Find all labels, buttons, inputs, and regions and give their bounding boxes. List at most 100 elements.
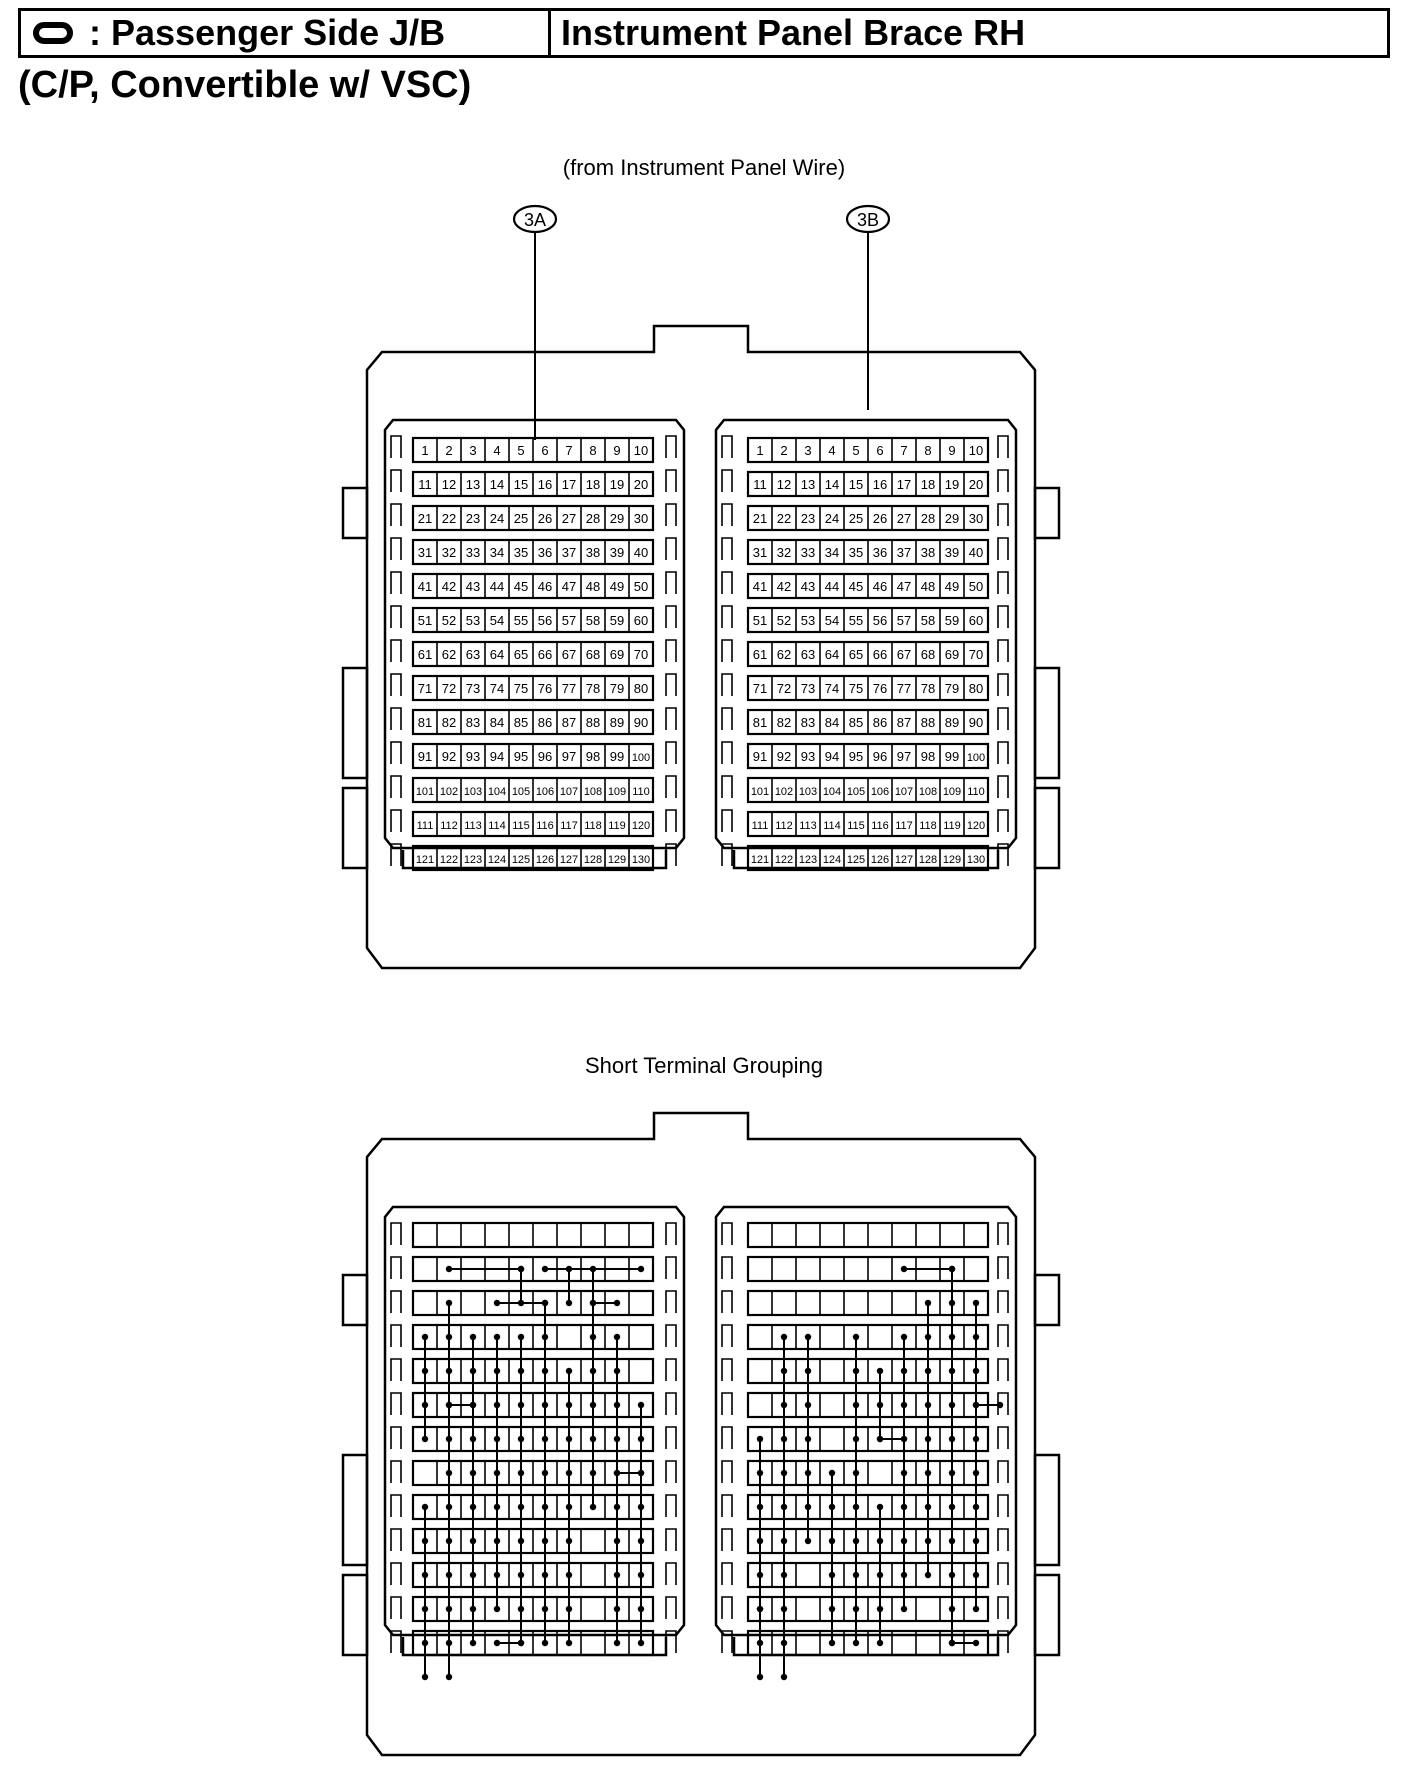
short-node <box>780 1537 788 1545</box>
terminal-number: 33 <box>466 545 480 560</box>
short-node <box>613 1333 621 1341</box>
terminal-number: 16 <box>873 477 887 492</box>
latch-tick <box>997 741 1009 764</box>
terminal-number: 6 <box>876 443 883 458</box>
terminal-number: 17 <box>562 477 576 492</box>
short-node <box>469 1605 477 1613</box>
short-node <box>493 1571 501 1579</box>
latch-tick <box>721 1222 733 1245</box>
terminal-number: 71 <box>418 681 432 696</box>
terminal-number: 43 <box>466 579 480 594</box>
short-node <box>924 1333 932 1341</box>
terminal-number: 21 <box>418 511 432 526</box>
terminal-number: 124 <box>823 854 841 866</box>
latch-tick <box>997 503 1009 526</box>
terminal-number: 95 <box>514 749 528 764</box>
terminal-number: 21 <box>753 511 767 526</box>
terminal-number: 35 <box>849 545 863 560</box>
short-node <box>852 1503 860 1511</box>
short-node <box>445 1503 453 1511</box>
latch-tick <box>997 1324 1009 1347</box>
latch-tick <box>997 1562 1009 1585</box>
short-node <box>900 1401 908 1409</box>
terminal-number: 44 <box>490 579 504 594</box>
short-node <box>637 1571 645 1579</box>
short-node <box>589 1333 597 1341</box>
short-node <box>565 1401 573 1409</box>
terminal-number: 99 <box>610 749 624 764</box>
short-node <box>637 1469 645 1477</box>
terminal-number: 70 <box>634 647 648 662</box>
terminal-number: 5 <box>517 443 524 458</box>
terminal-number: 117 <box>895 820 913 832</box>
terminal-number: 40 <box>969 545 983 560</box>
side-lug <box>341 1573 369 1657</box>
terminal-number: 50 <box>969 579 983 594</box>
latch-tick <box>721 775 733 798</box>
terminal-number: 43 <box>801 579 815 594</box>
terminal-number: 48 <box>921 579 935 594</box>
part-name: Instrument Panel Brace RH <box>561 12 1026 53</box>
terminal-number: 16 <box>538 477 552 492</box>
latch-tick <box>665 1256 677 1279</box>
short-node <box>565 1503 573 1511</box>
short-node <box>852 1639 860 1647</box>
terminal-number: 123 <box>799 854 817 866</box>
terminal-number: 31 <box>418 545 432 560</box>
terminal-number: 111 <box>752 820 769 832</box>
terminal-number: 31 <box>753 545 767 560</box>
short-node <box>972 1367 980 1375</box>
short-node <box>541 1571 549 1579</box>
terminal-number: 20 <box>969 477 983 492</box>
terminal-number: 98 <box>586 749 600 764</box>
latch-tick <box>390 673 402 696</box>
terminal-number: 121 <box>416 854 434 866</box>
terminal-number: 117 <box>560 820 578 832</box>
terminal-number: 17 <box>897 477 911 492</box>
terminal-number: 57 <box>562 613 576 628</box>
short-node <box>852 1333 860 1341</box>
terminal-number: 73 <box>801 681 815 696</box>
short-node <box>541 1435 549 1443</box>
terminal-number: 26 <box>873 511 887 526</box>
short-node <box>445 1265 453 1273</box>
short-node <box>756 1537 764 1545</box>
terminal-number: 92 <box>442 749 456 764</box>
short-node <box>421 1571 429 1579</box>
short-node <box>900 1265 908 1273</box>
terminal-number: 82 <box>777 715 791 730</box>
short-node <box>948 1367 956 1375</box>
latch-tick <box>390 469 402 492</box>
terminal-number: 15 <box>514 477 528 492</box>
terminal-number: 70 <box>969 647 983 662</box>
terminal-number: 19 <box>945 477 959 492</box>
latch-tick <box>665 1426 677 1449</box>
short-node <box>589 1367 597 1375</box>
short-node <box>876 1605 884 1613</box>
short-node <box>613 1537 621 1545</box>
terminal-number: 125 <box>847 854 865 866</box>
terminal-number: 18 <box>921 477 935 492</box>
short-node <box>541 1469 549 1477</box>
short-node <box>613 1639 621 1647</box>
terminal-number: 118 <box>584 820 602 832</box>
short-node <box>756 1571 764 1579</box>
short-node <box>828 1571 836 1579</box>
short-node <box>469 1469 477 1477</box>
terminal-number: 116 <box>871 820 889 832</box>
short-node <box>876 1639 884 1647</box>
short-node <box>445 1435 453 1443</box>
terminal-number: 115 <box>847 820 865 832</box>
short-node <box>541 1265 549 1273</box>
short-node <box>780 1605 788 1613</box>
short-node <box>517 1435 525 1443</box>
terminal-number: 2 <box>445 443 452 458</box>
terminal-number: 86 <box>873 715 887 730</box>
terminal-number: 87 <box>562 715 576 730</box>
short-node <box>637 1265 645 1273</box>
short-node <box>804 1333 812 1341</box>
short-node <box>804 1401 812 1409</box>
short-node <box>804 1367 812 1375</box>
latch-tick <box>721 1596 733 1619</box>
terminal-number: 119 <box>608 820 626 832</box>
